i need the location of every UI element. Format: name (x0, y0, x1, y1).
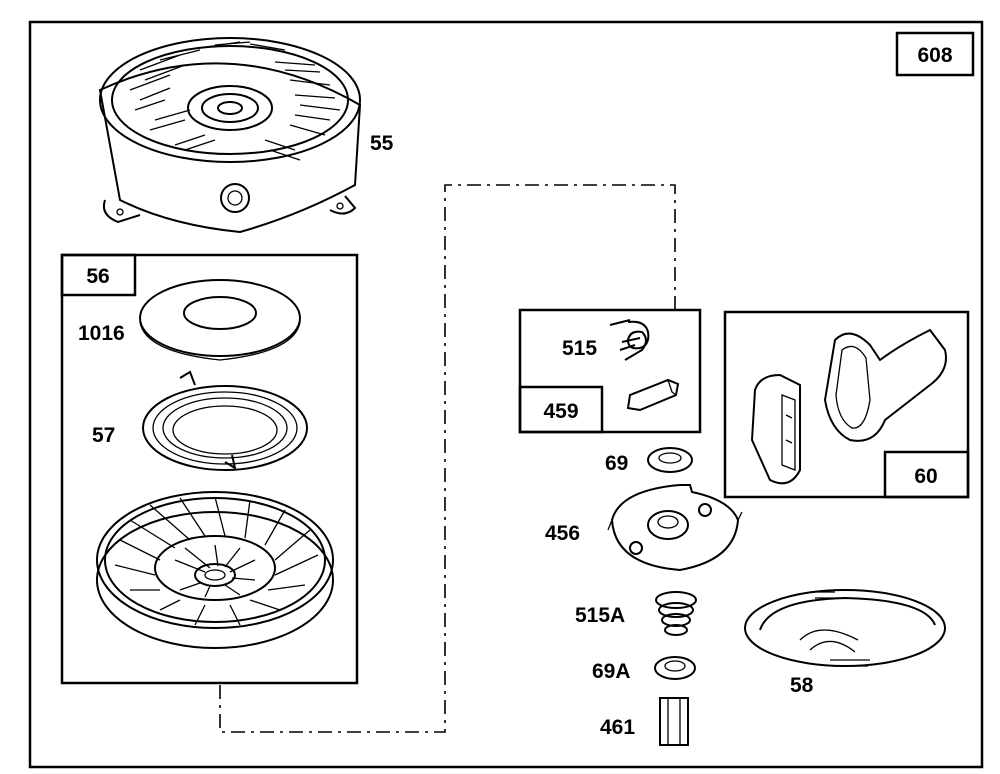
handle-label: 60 (914, 465, 937, 488)
handle-illustration (750, 328, 947, 485)
rope-label: 58 (790, 674, 814, 697)
rewind-spring-label: 57 (92, 424, 115, 447)
spring-pawl-box (518, 308, 702, 434)
pawl-label: 459 (543, 400, 578, 423)
rope-illustration (744, 589, 946, 667)
spring-illustration (609, 319, 650, 361)
washer-a-label: 69A (592, 660, 631, 683)
top-washer-label: 1016 (78, 322, 125, 345)
handle-label-box: 60 (883, 450, 970, 499)
washer-a-illustration (654, 656, 696, 680)
housing-label: 55 (370, 132, 394, 155)
assembly-number-label: 608 (917, 44, 952, 67)
spring-label: 515 (562, 337, 597, 360)
top-washer-illustration (139, 279, 301, 361)
retainer-illustration (607, 484, 743, 572)
pulley-assembly-label-box: 56 (60, 253, 137, 297)
washer-illustration (647, 447, 693, 473)
handle-box (723, 310, 970, 499)
outer-frame (28, 20, 984, 769)
spring-a-illustration (655, 591, 697, 636)
spring-a-label: 515A (575, 604, 625, 627)
pin-label: 461 (600, 716, 635, 739)
pawl-illustration (626, 378, 680, 412)
assembly-number-box: 608 (895, 31, 975, 77)
pin-illustration (659, 697, 689, 746)
rewind-spring-illustration (142, 370, 308, 471)
retainer-label: 456 (545, 522, 580, 545)
housing-illustration (98, 37, 362, 234)
pulley-assembly-box (60, 253, 359, 685)
washer-label: 69 (605, 452, 628, 475)
pulley-illustration (96, 491, 334, 649)
pawl-label-box: 459 (518, 385, 604, 434)
connection-dashed-line (219, 184, 676, 733)
pulley-assembly-label: 56 (86, 265, 109, 288)
